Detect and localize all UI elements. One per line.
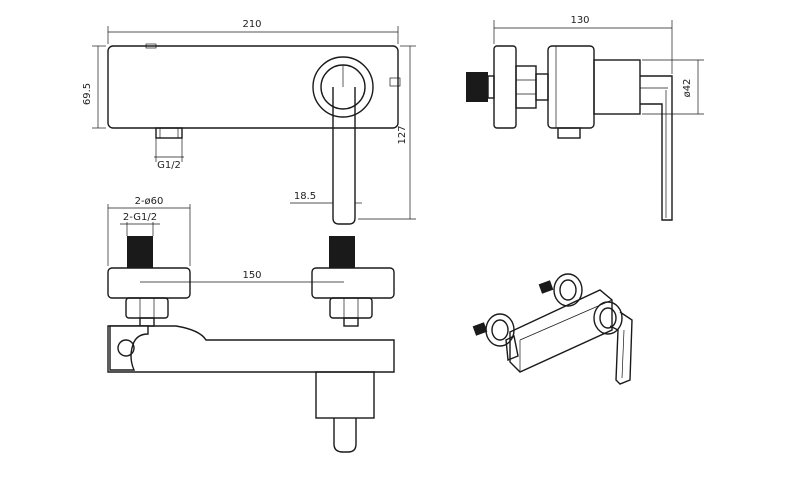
top-view xyxy=(107,236,395,453)
dim-130: 130 xyxy=(570,15,589,26)
top-dimensions: 2-ø60 2-G1/2 150 xyxy=(107,196,344,283)
side-dimensions: 130 ø42 xyxy=(493,15,704,115)
dim-2-g1-2: 2-G1/2 xyxy=(123,212,157,223)
dim-18-5: 18.5 xyxy=(294,191,316,202)
dim-127: 127 xyxy=(397,125,408,144)
isometric-view xyxy=(472,273,633,385)
dim-phi42: ø42 xyxy=(682,79,693,98)
front-dimensions: 210 69.5 127 18.5 G1/2 xyxy=(82,19,416,220)
front-view xyxy=(107,43,401,225)
side-view xyxy=(466,45,673,221)
dim-210: 210 xyxy=(242,19,261,30)
dim-2-phi60: 2-ø60 xyxy=(135,196,164,207)
dim-150: 150 xyxy=(242,270,261,281)
dim-g1-2: G1/2 xyxy=(157,160,181,171)
dim-69-5: 69.5 xyxy=(82,83,93,105)
